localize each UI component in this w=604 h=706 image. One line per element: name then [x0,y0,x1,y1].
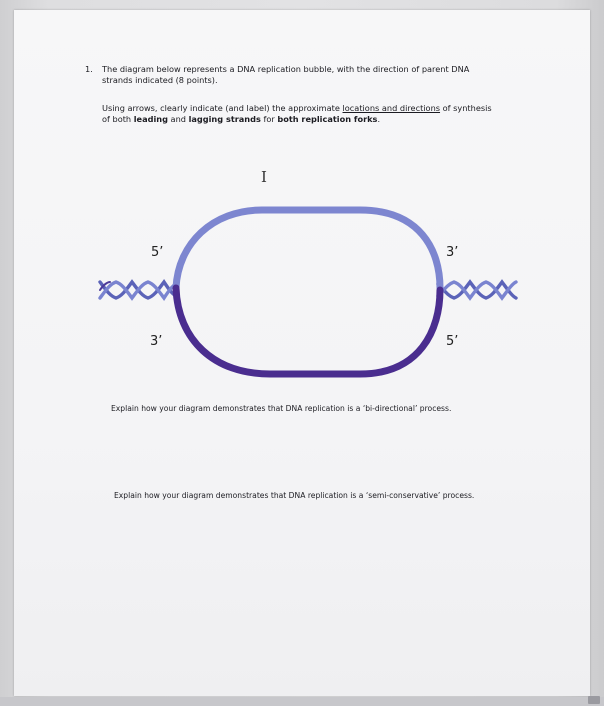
question-instructions: Using arrows, clearly indicate (and labe… [102,103,532,125]
bubble-top-strand [172,206,444,292]
question-intro-line1: The diagram below represents a DNA repli… [102,64,470,74]
text-cursor-icon: I [261,168,267,186]
instr-lagging: lagging strands [188,114,261,124]
instr-text-d: and [167,114,189,124]
label-bottom-left: 3’ [150,334,162,349]
label-top-left: 5’ [151,245,163,260]
left-parent-dna-helix [98,279,178,301]
question-number: 1. [85,64,93,74]
instr-text-a: Using arrows, clearly indicate (and labe… [102,103,343,113]
instr-text-e: for [260,114,278,124]
corner-widget-icon[interactable] [588,696,600,704]
instr-text-f: . [377,114,381,124]
instr-both-forks: both replication forks [277,114,378,124]
instr-leading: leading [133,114,168,124]
bottom-edge [0,697,604,706]
explain-bidirectional: Explain how your diagram demonstrates th… [111,404,452,413]
label-bottom-right: 5’ [446,334,458,349]
question-intro: The diagram below represents a DNA repli… [102,64,522,86]
explain-semiconservative: Explain how your diagram demonstrates th… [114,491,475,500]
right-parent-dna-helix [436,279,518,301]
instr-text-c: of both [102,114,134,124]
question-intro-line2: strands indicated (8 points). [102,75,218,85]
bubble-bottom-strand [172,284,444,378]
document-page [14,10,590,696]
instr-locations: locations and directions [342,103,441,113]
instr-text-b: of synthesis [440,103,492,113]
label-top-right: 3’ [446,245,458,260]
